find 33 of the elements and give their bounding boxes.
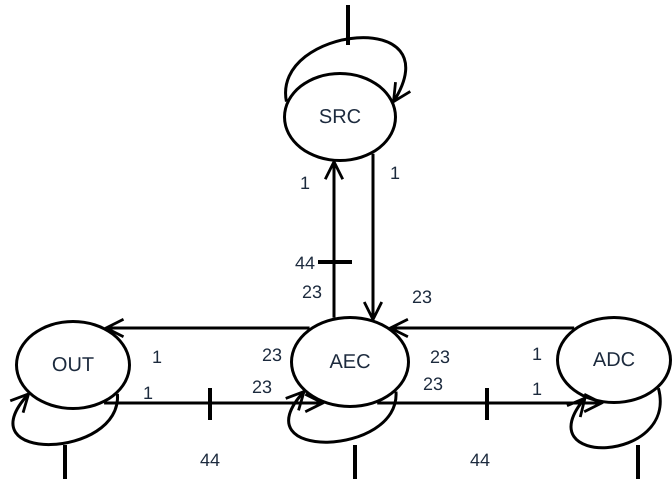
edge-label: 44 [468,451,492,469]
arrow [377,392,604,414]
arrow [284,36,410,103]
edge-label: 44 [294,254,316,272]
rate-label: 1 [390,164,400,182]
arrow [566,388,662,450]
node-label: ADC [592,348,636,373]
edge-label: 44 [198,451,222,469]
arrow [104,318,310,338]
actor-ellipse [556,316,672,404]
rate-label: 1 [300,174,310,192]
node-label: OUT [52,353,94,378]
rate-label: 23 [252,378,272,396]
rate-label: 1 [532,380,542,398]
actor-ellipse [283,72,397,162]
rate-label: 1 [152,348,162,366]
actor-ellipse [290,316,410,408]
node-label: SRC [318,105,362,130]
rate-label: 1 [143,384,153,402]
rate-label: 23 [302,283,322,301]
rate-label: 23 [430,348,450,366]
arrow [10,392,119,446]
arrow [285,390,398,444]
rate-label: 23 [412,288,432,306]
arrow [324,160,344,318]
arrow [389,318,574,338]
rate-label: 23 [422,375,444,393]
arrow [104,392,324,414]
node-label: AEC [329,350,371,375]
rate-label: 1 [532,345,542,363]
rate-label: 23 [262,346,282,364]
arrow [362,154,384,321]
actor-ellipse [15,320,131,410]
